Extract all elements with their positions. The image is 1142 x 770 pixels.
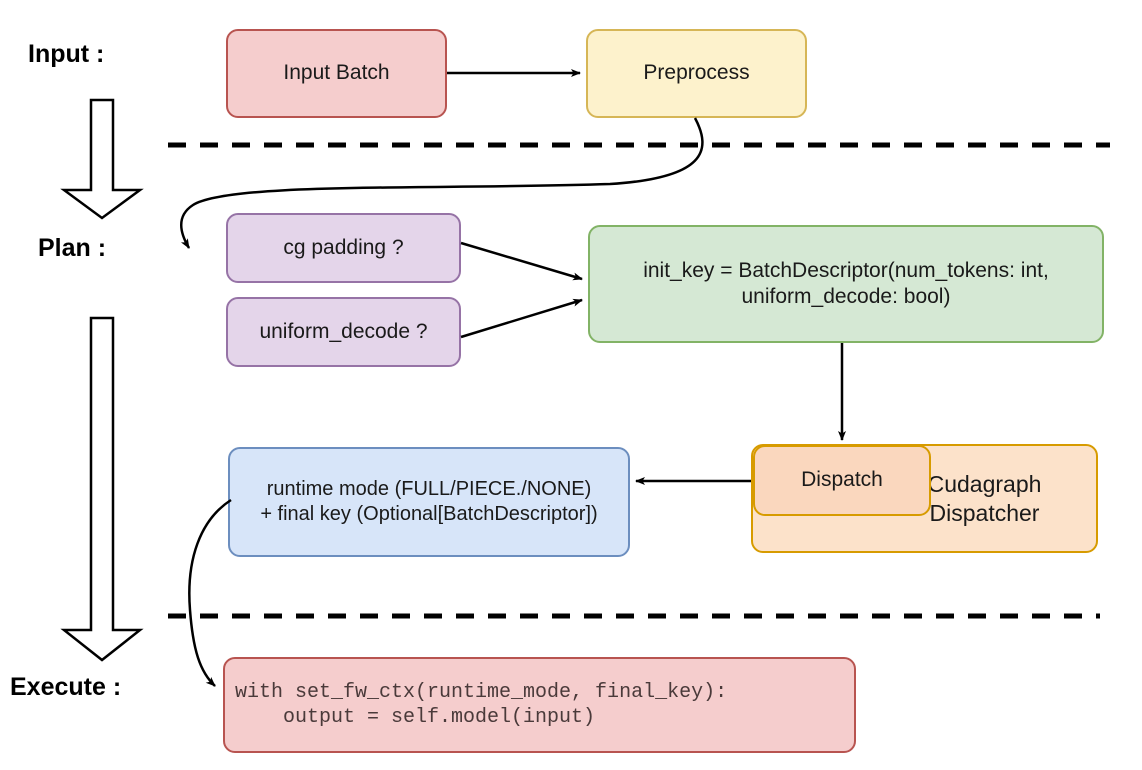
node-execute-code[interactable]: with set_fw_ctx(runtime_mode, final_key)… <box>223 657 856 753</box>
node-dispatch[interactable]: Dispatch <box>753 445 931 516</box>
node-runtime-mode[interactable]: runtime mode (FULL/PIECE./NONE) + final … <box>228 447 630 557</box>
node-uniform-decode[interactable]: uniform_decode ? <box>226 297 461 367</box>
node-init-key-label: init_key = BatchDescriptor(num_tokens: i… <box>643 258 1049 308</box>
connector-cg-padding-to-init-key <box>460 241 583 281</box>
node-cg-padding-label: cg padding ? <box>283 235 404 259</box>
node-execute-code-label: with set_fw_ctx(runtime_mode, final_key)… <box>235 681 728 729</box>
stage-label-plan: Plan : <box>38 234 107 262</box>
node-init-key[interactable]: init_key = BatchDescriptor(num_tokens: i… <box>588 225 1104 343</box>
node-dispatch-label: Dispatch <box>801 468 883 492</box>
node-uniform-decode-label: uniform_decode ? <box>259 319 428 343</box>
connector-uniform-decode-to-init-key <box>460 298 583 339</box>
block-arrow-plan-to-execute <box>60 316 144 662</box>
node-input-batch[interactable]: Input Batch <box>226 29 447 118</box>
node-runtime-mode-label: runtime mode (FULL/PIECE./NONE) + final … <box>260 478 598 525</box>
node-preprocess-label: Preprocess <box>643 61 750 85</box>
stage-label-execute: Execute : <box>10 673 122 701</box>
block-arrow-input-to-plan <box>60 98 144 220</box>
node-cg-padding[interactable]: cg padding ? <box>226 213 461 283</box>
stage-label-input: Input : <box>28 40 105 68</box>
connector-runtime-mode-to-execute-code <box>188 498 232 687</box>
node-input-batch-label: Input Batch <box>283 61 390 85</box>
node-preprocess[interactable]: Preprocess <box>586 29 807 118</box>
